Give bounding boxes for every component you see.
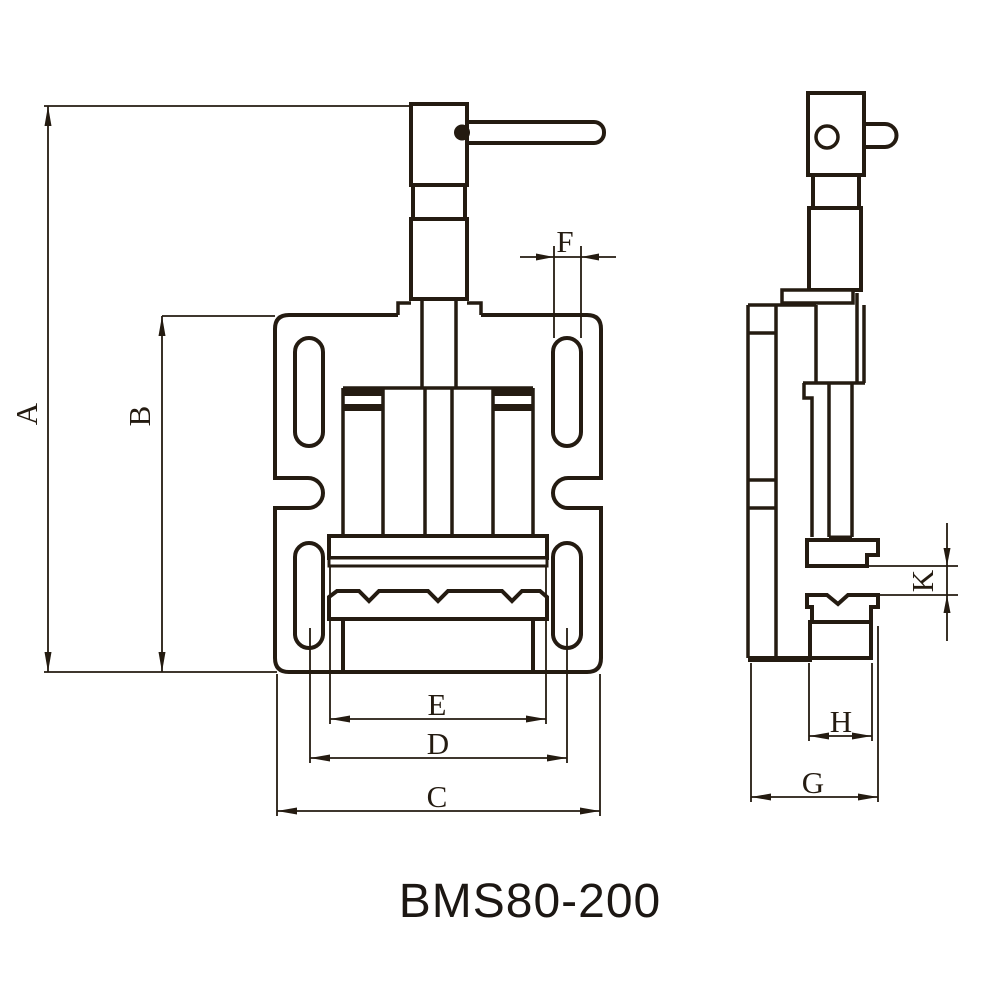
side-movable-jaw [805, 538, 880, 568]
side-screw-rod [802, 383, 854, 537]
dim-D-lines [309, 628, 568, 763]
fixed-jaw-serrated [327, 589, 549, 621]
side-screw-shaft [807, 206, 863, 292]
dim-K-arrow-up [943, 595, 951, 613]
dim-C-arrow-right [580, 807, 600, 815]
dim-F-arrow-right [581, 253, 599, 261]
dim-C-lines [276, 674, 601, 816]
side-handle-stub [864, 122, 899, 149]
screw-collar [411, 183, 467, 221]
dim-G-arrow-right [858, 793, 878, 801]
handle-hole [814, 124, 840, 150]
model-number: BMS80-200 [398, 875, 662, 928]
screw-upper-block [409, 217, 469, 301]
screw-boss [396, 301, 483, 315]
side-view [746, 91, 899, 662]
movable-jaw-strip [327, 556, 549, 568]
dim-label-H: H [830, 704, 852, 739]
side-top-plate [780, 288, 855, 305]
side-fixed-jaw [805, 593, 880, 624]
side-collar [811, 173, 861, 210]
dim-G-lines [750, 626, 879, 802]
dim-B-arrow-down [158, 652, 166, 672]
dim-A-lines [44, 105, 411, 673]
dimension-annotations [44, 105, 958, 816]
dim-E-lines [329, 566, 547, 724]
dim-H-arrow-left [809, 732, 829, 740]
dimension-labels: A B F E D C H G K [9, 224, 940, 814]
dim-label-C: C [427, 779, 448, 814]
movable-jaw-plate [327, 534, 549, 560]
dim-E-arrow-left [330, 715, 350, 723]
guide-rails [341, 386, 535, 536]
jaw-screw-strips [343, 389, 533, 411]
dim-label-K: K [905, 569, 940, 592]
dim-label-G: G [802, 765, 824, 800]
dim-D-arrow-left [310, 754, 330, 762]
dim-label-E: E [428, 687, 447, 722]
dim-A-arrow-up [44, 106, 52, 126]
dim-H-arrow-right [852, 732, 872, 740]
dim-K-lines [867, 523, 958, 641]
side-lower-block [808, 620, 873, 660]
dim-label-A: A [9, 402, 44, 425]
dim-G-arrow-left [751, 793, 771, 801]
handle-hub [454, 124, 470, 141]
vise-body-outline [273, 313, 603, 674]
dim-C-arrow-left [277, 807, 297, 815]
slot-top-left [293, 336, 325, 448]
slot-bottom-left [293, 541, 325, 650]
jaw-support [341, 619, 535, 670]
side-right-wall [855, 293, 866, 383]
dim-D-arrow-right [547, 754, 567, 762]
front-view [273, 102, 606, 674]
dim-B-arrow-up [158, 316, 166, 336]
dim-K-arrow-down [943, 548, 951, 566]
slot-top-right [551, 336, 583, 448]
dim-label-B: B [122, 406, 157, 427]
dim-A-arrow-down [44, 652, 52, 672]
side-body-column [746, 303, 818, 658]
handle-bar [454, 120, 606, 145]
dim-label-D: D [427, 726, 449, 761]
screw-neck [420, 299, 458, 388]
mounting-slots [293, 336, 583, 650]
dim-F-arrow-left [536, 253, 554, 261]
dim-label-F: F [556, 224, 573, 259]
dim-E-arrow-right [526, 715, 546, 723]
dim-B-lines [161, 315, 275, 672]
screw-head-block [409, 102, 469, 187]
